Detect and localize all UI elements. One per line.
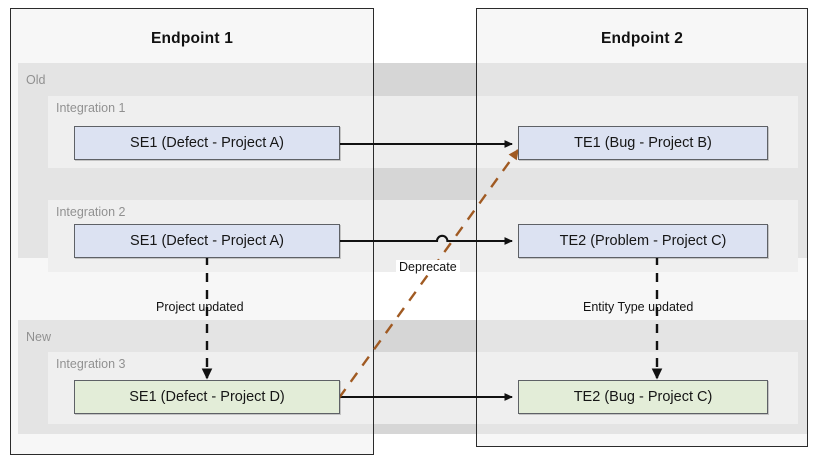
edge-label-deprecate: Deprecate	[396, 260, 460, 276]
endpoint-2-title: Endpoint 2	[600, 30, 684, 47]
node-te1-bug-project-b[interactable]: TE1 (Bug - Project B)	[518, 126, 768, 160]
edge-label-entity-type-updated: Entity Type updated	[583, 300, 694, 314]
node-te2-problem-project-c[interactable]: TE2 (Problem - Project C)	[518, 224, 768, 258]
endpoint-1-title: Endpoint 1	[150, 30, 234, 47]
node-te2-bug-project-c[interactable]: TE2 (Bug - Project C)	[518, 380, 768, 414]
node-se1-defect-project-d[interactable]: SE1 (Defect - Project D)	[74, 380, 340, 414]
edge-label-project-updated: Project updated	[156, 300, 244, 314]
node-se1-defect-project-a-1[interactable]: SE1 (Defect - Project A)	[74, 126, 340, 160]
node-se1-defect-project-a-2[interactable]: SE1 (Defect - Project A)	[74, 224, 340, 258]
